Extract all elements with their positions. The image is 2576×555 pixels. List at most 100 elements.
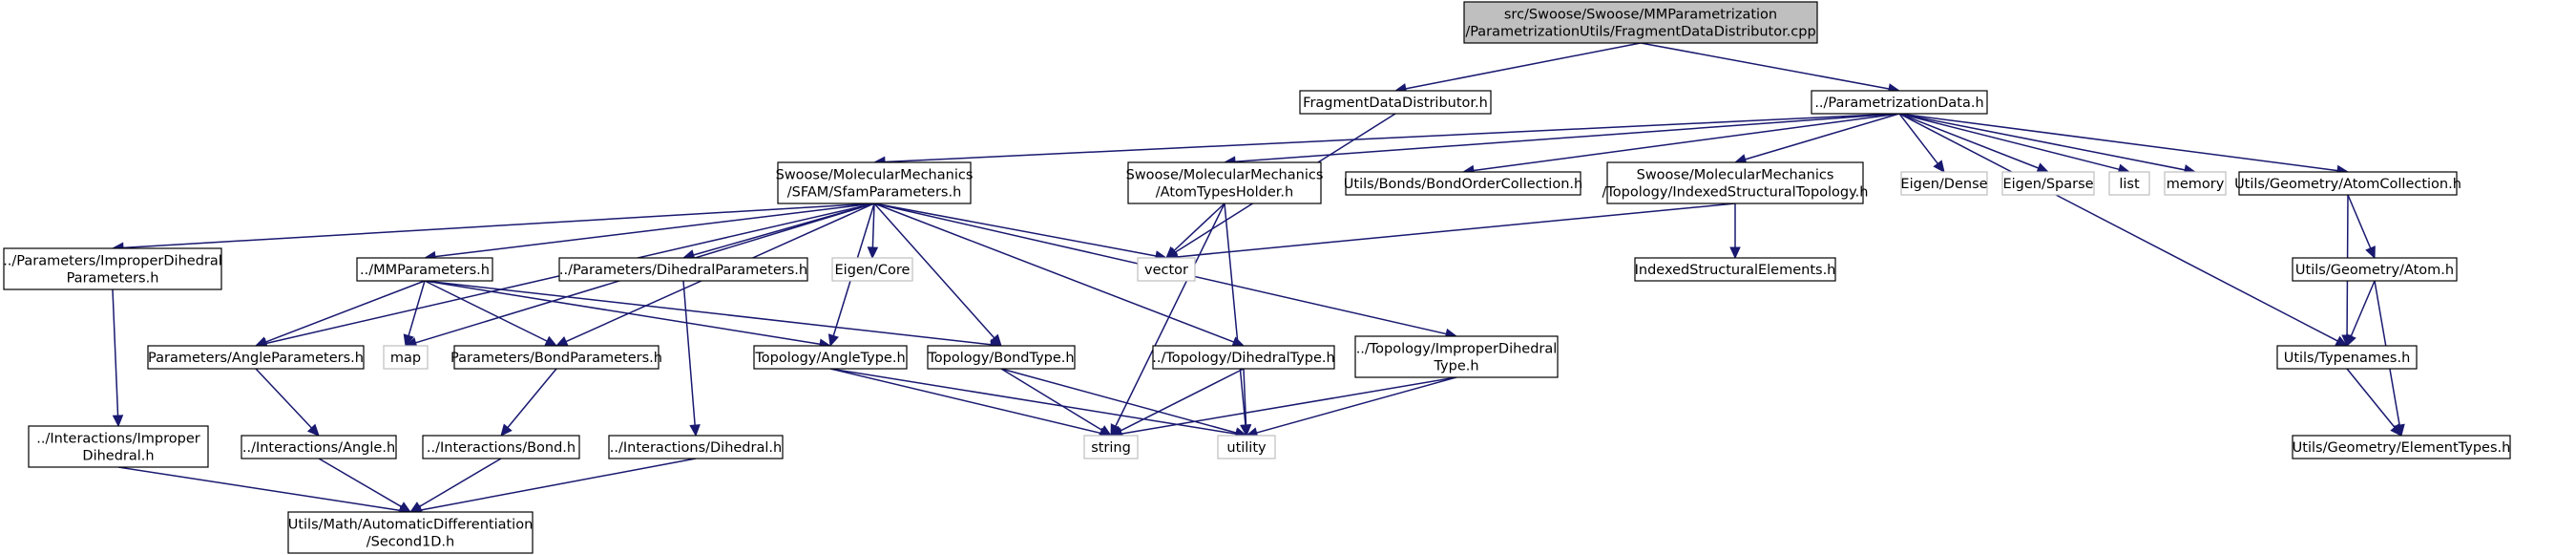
arrowhead-bondt-to-string (1099, 425, 1113, 437)
edge-ibond-to-autod (419, 458, 502, 508)
node-utility[interactable]: utility (1217, 435, 1276, 459)
node-box-ath (1127, 161, 1322, 204)
node-box-bondt (927, 345, 1076, 370)
node-boc[interactable]: Utils/Bonds/BondOrderCollection.h (1344, 171, 1582, 196)
node-ibond[interactable]: ../Interactions/Bond.h (422, 435, 580, 459)
node-label-typen-0: Utils/Typenames.h (2284, 351, 2411, 366)
node-label-root-0: src/Swoose/Swoose/MMParametrization (1504, 8, 1777, 23)
node-box-fdd (1299, 90, 1492, 115)
node-root[interactable]: src/Swoose/Swoose/MMParametrization/Para… (1463, 1, 1818, 44)
node-fdd[interactable]: FragmentDataDistributor.h (1299, 90, 1492, 115)
edge-root-to-fdd (1405, 42, 1642, 90)
edge-impt-to-utility (1256, 376, 1457, 434)
edge-iimp-to-autod (117, 466, 401, 512)
node-vector[interactable]: vector (1137, 257, 1196, 282)
edge-dihp-to-idih (682, 280, 696, 426)
node-diht[interactable]: ../Topology/DihedralType.h (1152, 345, 1335, 370)
node-ecore[interactable]: Eigen/Core (831, 257, 913, 282)
node-label-iang-0: ../Interactions/Angle.h (242, 440, 395, 456)
node-label-impt-1: Type.h (1433, 359, 1478, 374)
node-elemt[interactable]: Utils/Geometry/ElementTypes.h (2292, 435, 2511, 459)
edge-pdata-to-esparse (1898, 113, 2040, 169)
edge-mmp-to-map (408, 280, 426, 336)
node-ist[interactable]: Swoose/MolecularMechanics/Topology/Index… (1602, 161, 1869, 204)
node-autod[interactable]: Utils/Math/AutomaticDifferentiation/Seco… (287, 511, 534, 554)
node-acoll[interactable]: Utils/Geometry/AtomCollection.h (2234, 171, 2461, 196)
node-edense[interactable]: Eigen/Dense (1900, 171, 1988, 196)
node-sfam[interactable]: Swoose/MolecularMechanics/SFAM/SfamParam… (776, 161, 974, 204)
node-dihp[interactable]: ../Parameters/DihedralParameters.h (558, 257, 808, 282)
edge-mmp-to-angt (424, 280, 821, 346)
node-label-boc-0: Utils/Bonds/BondOrderCollection.h (1344, 177, 1582, 192)
node-label-ath-0: Swoose/MolecularMechanics (1126, 168, 1324, 183)
arrowhead-mmp-to-map (403, 333, 414, 348)
node-atom[interactable]: Utils/Geometry/Atom.h (2292, 257, 2458, 282)
node-iang[interactable]: ../Interactions/Angle.h (241, 435, 397, 459)
node-box-ibond (422, 435, 580, 459)
edge-sfam-to-mmp (434, 203, 875, 258)
arrowhead-ist-to-ise (1729, 246, 1741, 260)
arrowhead-bondp-to-ibond (500, 423, 513, 437)
node-box-impt (1354, 335, 1559, 378)
node-map[interactable]: map (383, 345, 429, 370)
arrowhead-dihp-to-idih (689, 424, 701, 438)
edge-sfam-to-impdp (122, 203, 875, 249)
node-label-ecore-0: Eigen/Core (835, 263, 911, 278)
node-list[interactable]: list (2108, 171, 2150, 196)
node-box-ist (1606, 161, 1864, 204)
node-pdata[interactable]: ../ParametrizationData.h (1811, 90, 1988, 115)
edge-ath-to-vector (1173, 203, 1225, 252)
edge-diht-to-utility (1243, 368, 1247, 426)
node-label-autod-1: /Second1D.h (367, 535, 454, 550)
edge-bondt-to-string (1000, 368, 1102, 431)
arrowhead-iang-to-autod (398, 502, 412, 513)
edge-mmp-to-bondp (424, 280, 548, 342)
node-impdp[interactable]: ../Parameters/ImproperDihedralParameters… (3, 247, 222, 290)
edge-acoll-to-atom (2347, 194, 2372, 249)
node-memory[interactable]: memory (2164, 171, 2227, 196)
node-label-ibond-0: ../Interactions/Bond.h (427, 440, 576, 456)
node-typen[interactable]: Utils/Typenames.h (2276, 345, 2418, 370)
arrowhead-impdp-to-iimp (112, 415, 124, 428)
node-label-ist-0: Swoose/MolecularMechanics (1637, 168, 1834, 183)
node-string[interactable]: string (1083, 435, 1139, 459)
arrowhead-diht-to-utility (1240, 424, 1252, 438)
node-esparse[interactable]: Eigen/Sparse (2001, 171, 2095, 196)
node-idih[interactable]: ../Interactions/Dihedral.h (608, 435, 784, 459)
node-box-iimp (28, 425, 209, 468)
node-label-impdp-1: Parameters.h (67, 271, 159, 287)
edge-pdata-to-ath (1234, 113, 1900, 162)
edge-sfam-to-bondt (873, 203, 995, 339)
node-label-ist-1: /Topology/IndexedStructuralTopology.h (1602, 185, 1869, 201)
edge-impt-to-string (1120, 376, 1457, 435)
node-angt[interactable]: Topology/AngleType.h (753, 345, 908, 370)
node-label-sfam-0: Swoose/MolecularMechanics (776, 168, 974, 183)
node-box-list (2108, 171, 2150, 196)
node-bondt[interactable]: Topology/BondType.h (927, 345, 1076, 370)
node-mmp[interactable]: ../MMParameters.h (356, 257, 493, 282)
arrowhead-acoll-to-atom (2365, 245, 2376, 260)
node-label-angt-0: Topology/AngleType.h (754, 351, 905, 366)
node-label-utility-0: utility (1226, 440, 1267, 456)
edge-bondt-to-utility (1000, 368, 1237, 434)
node-bondp[interactable]: Parameters/BondParameters.h (450, 345, 662, 370)
node-label-string-0: string (1091, 440, 1131, 456)
edge-pdata-to-ist (1745, 113, 1900, 160)
node-box-bondp (453, 345, 660, 370)
node-ise[interactable]: IndexedStructuralElements.h (1634, 257, 1836, 282)
node-label-elemt-0: Utils/Geometry/ElementTypes.h (2293, 440, 2511, 456)
edge-impdp-to-iimp (112, 288, 119, 416)
node-label-bondp-0: Parameters/BondParameters.h (450, 351, 662, 366)
arrowhead-pdata-to-edense (1933, 160, 1945, 173)
node-label-sfam-1: /SFAM/SfamParameters.h (787, 185, 962, 201)
node-label-iimp-0: ../Interactions/Improper (36, 432, 199, 447)
node-label-dihp-0: ../Parameters/DihedralParameters.h (559, 263, 807, 278)
node-iimp[interactable]: ../Interactions/ImproperDihedral.h (28, 425, 209, 468)
node-angp[interactable]: Parameters/AngleParameters.h (147, 345, 365, 370)
node-box-mmp (356, 257, 493, 282)
node-box-sfam (777, 161, 972, 204)
node-ath[interactable]: Swoose/MolecularMechanics/AtomTypesHolde… (1126, 161, 1324, 204)
edge-pdata-to-acoll (1898, 113, 2338, 172)
node-box-string (1083, 435, 1139, 459)
